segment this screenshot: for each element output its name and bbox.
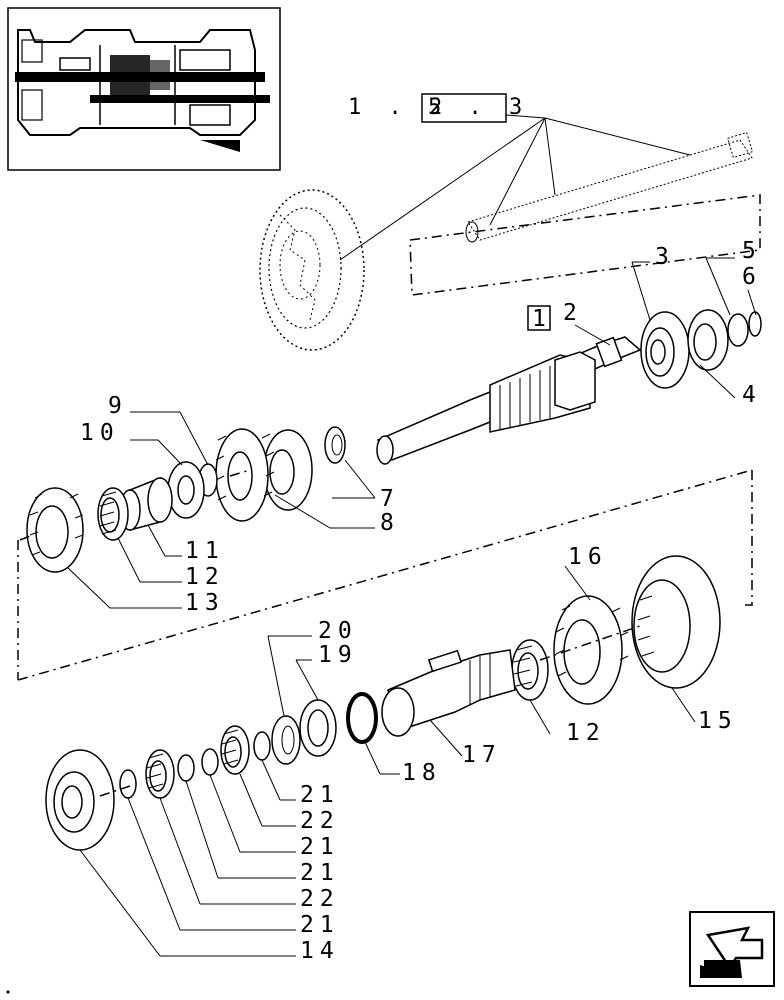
callout-1: 1 bbox=[532, 306, 552, 332]
callout-21a: 21 bbox=[300, 782, 340, 808]
callout-22a: 22 bbox=[300, 808, 340, 834]
reference-prefix: 1 . 2 bbox=[348, 95, 449, 120]
clip-21-a bbox=[253, 731, 271, 761]
callout-15: 15 bbox=[698, 708, 738, 734]
callout-21b: 21 bbox=[300, 834, 340, 860]
clip-21-d bbox=[119, 769, 137, 799]
callout-14: 14 bbox=[300, 938, 340, 964]
callout-6: 6 bbox=[742, 264, 762, 290]
clip-6 bbox=[748, 311, 762, 337]
ghost-gear-cluster bbox=[259, 189, 365, 351]
callout-5: 5 bbox=[742, 238, 762, 264]
callout-11: 11 bbox=[185, 538, 225, 564]
needle-bearing-22b bbox=[145, 749, 175, 799]
callout-4: 4 bbox=[742, 382, 762, 408]
callout-12a: 12 bbox=[185, 564, 225, 590]
callout-16: 16 bbox=[568, 544, 608, 570]
callout-8: 8 bbox=[380, 510, 400, 536]
transmission-locator-icon bbox=[7, 7, 281, 171]
callout-9: 9 bbox=[108, 393, 128, 419]
main-shaft bbox=[376, 336, 642, 465]
callout-21d: 21 bbox=[300, 912, 340, 938]
ring-4 bbox=[687, 309, 729, 371]
reference-boxed: 5 . 3 bbox=[428, 95, 529, 120]
gear-16 bbox=[553, 595, 629, 705]
callout-21c: 21 bbox=[300, 860, 340, 886]
callout-7: 7 bbox=[380, 486, 400, 512]
hub-15 bbox=[631, 555, 721, 689]
page-dot bbox=[6, 990, 10, 994]
washer-5 bbox=[727, 313, 749, 347]
callout-2: 2 bbox=[563, 300, 583, 326]
callout-20: 20 bbox=[318, 618, 358, 644]
shaft-17 bbox=[381, 649, 516, 737]
callout-13: 13 bbox=[185, 590, 225, 616]
clip-20 bbox=[271, 715, 301, 765]
next-page-arrow-icon[interactable] bbox=[689, 911, 775, 987]
callout-22b: 22 bbox=[300, 886, 340, 912]
callout-19: 19 bbox=[318, 642, 358, 668]
reference-box bbox=[421, 93, 507, 123]
needle-bearing-22a bbox=[220, 725, 250, 775]
bearing-3 bbox=[640, 311, 690, 389]
callout-3: 3 bbox=[655, 244, 675, 270]
callout-10: 10 bbox=[80, 420, 120, 446]
gear-8 bbox=[215, 428, 313, 522]
bearing-14 bbox=[45, 749, 115, 851]
clip-7 bbox=[324, 426, 346, 464]
clip-21-b bbox=[201, 748, 219, 776]
washer-19 bbox=[299, 699, 337, 757]
callout-18: 18 bbox=[402, 760, 442, 786]
callout-17: 17 bbox=[462, 742, 502, 768]
boxed-callout-frame bbox=[527, 305, 551, 331]
snap-ring-18 bbox=[346, 692, 378, 744]
clip-21-c bbox=[177, 754, 195, 782]
needle-bearing-12 bbox=[97, 487, 129, 541]
needle-bearing-12b bbox=[511, 639, 549, 701]
callout-12b: 12 bbox=[566, 720, 606, 746]
gear-13 bbox=[26, 487, 84, 573]
washer-10 bbox=[167, 461, 205, 519]
